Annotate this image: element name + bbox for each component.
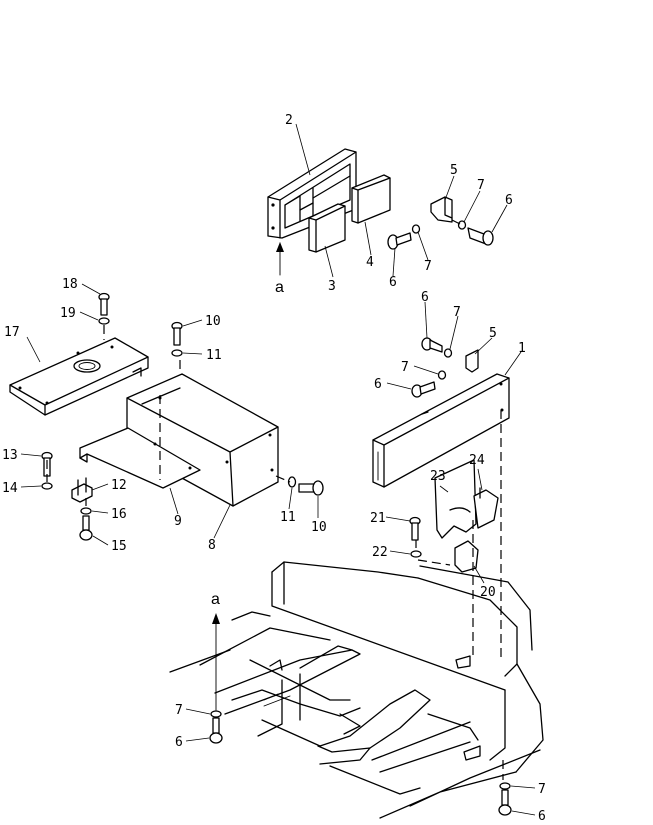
label-part-20: 20 <box>480 585 496 600</box>
label-ref-a-bottom: a <box>211 591 220 608</box>
washer-7-mid-upper <box>443 348 453 358</box>
label-part-7-mid-upper: 7 <box>453 305 461 320</box>
bolt-6-bottom-left <box>209 717 223 744</box>
label-part-6-mid-lower: 6 <box>374 377 382 392</box>
bolt-21 <box>409 516 421 541</box>
washer-7-bottom-left <box>210 710 222 718</box>
label-part-5-upper: 5 <box>450 163 458 178</box>
washer-22 <box>410 550 422 558</box>
label-part-19: 19 <box>60 306 76 321</box>
label-part-11-upper: 11 <box>206 348 222 363</box>
clip-12 <box>71 477 93 503</box>
alignment-lines <box>46 219 504 780</box>
label-part-21: 21 <box>370 511 386 526</box>
bolt-6-mid-upper <box>421 337 443 353</box>
label-part-14: 14 <box>2 481 18 496</box>
label-part-17: 17 <box>4 325 20 340</box>
label-part-2: 2 <box>285 113 293 128</box>
label-part-9: 9 <box>174 514 182 529</box>
machine-frame <box>169 561 544 819</box>
label-part-10-lower: 10 <box>311 520 327 535</box>
label-part-6-top-right: 6 <box>505 193 513 208</box>
bolt-15 <box>79 515 93 541</box>
part-9-plate <box>79 427 201 489</box>
label-part-13: 13 <box>2 448 18 463</box>
washer-7-mid-lower <box>437 370 447 380</box>
label-part-16: 16 <box>111 507 127 522</box>
label-part-18: 18 <box>62 277 78 292</box>
label-part-6-top-left: 6 <box>389 275 397 290</box>
part-1-long-cover <box>372 373 510 488</box>
bolt-18 <box>98 292 110 316</box>
label-part-15: 15 <box>111 539 127 554</box>
label-part-10-upper: 10 <box>205 314 221 329</box>
part-23-plate <box>434 459 477 539</box>
part-5-bracket-upper <box>430 196 453 223</box>
label-part-7-top-left: 7 <box>424 259 432 274</box>
label-part-6-bottom-left: 6 <box>175 735 183 750</box>
label-part-6-mid-upper: 6 <box>421 290 429 305</box>
washer-7-bottom-right <box>499 782 511 790</box>
bolt-10-lower <box>298 480 324 496</box>
label-part-6-bottom-right: 6 <box>538 809 546 824</box>
label-part-24: 24 <box>469 453 485 468</box>
part-8-box-cover <box>126 373 279 507</box>
label-part-7-bottom-left: 7 <box>175 703 183 718</box>
part-3-filter <box>308 203 346 253</box>
part-20-bracket <box>454 540 479 573</box>
washer-11-lower <box>287 476 297 488</box>
bolt-10-upper <box>171 321 183 346</box>
bolt-6-top-right <box>467 227 494 246</box>
part-17-cover <box>9 337 149 416</box>
label-part-1: 1 <box>518 341 526 356</box>
label-part-7-top-right: 7 <box>477 178 485 193</box>
bolt-6-bottom-right <box>498 789 512 816</box>
part-labels: 2 3 4 5 7 6 6 7 a 18 19 17 10 11 6 7 5 1… <box>2 113 546 824</box>
label-part-4: 4 <box>366 255 374 270</box>
label-part-22: 22 <box>372 545 388 560</box>
bolt-6-top-left <box>387 232 412 250</box>
label-part-7-mid-lower: 7 <box>401 360 409 375</box>
washer-16 <box>80 507 92 515</box>
leader-lines <box>20 123 536 816</box>
bolt-6-mid-lower <box>411 381 436 398</box>
washer-7-top-left <box>411 224 421 234</box>
label-part-12: 12 <box>111 478 127 493</box>
bolt-13 <box>41 451 53 477</box>
arrow-a-top <box>276 242 284 276</box>
washer-11-upper <box>171 349 183 357</box>
label-part-8: 8 <box>208 538 216 553</box>
part-4-filter <box>351 174 391 224</box>
arrow-a-bottom <box>212 613 220 711</box>
label-part-3: 3 <box>328 279 336 294</box>
washer-7-top-right <box>457 220 467 230</box>
part-24-bracket <box>473 487 499 529</box>
part-5-bracket-lower <box>465 349 479 373</box>
washer-14 <box>41 482 53 490</box>
label-part-5-lower: 5 <box>489 326 497 341</box>
label-part-7-bottom-right: 7 <box>538 782 546 797</box>
label-part-11-lower: 11 <box>280 510 296 525</box>
label-ref-a-top: a <box>275 279 284 296</box>
label-part-23: 23 <box>430 469 446 484</box>
washer-19 <box>98 317 110 325</box>
